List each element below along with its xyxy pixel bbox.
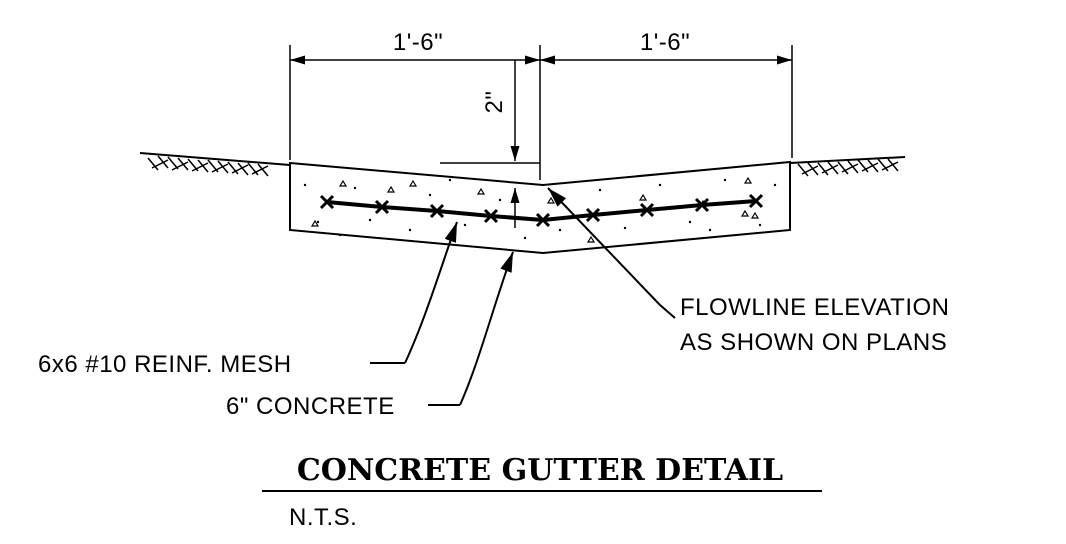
reinforcing-mesh (319, 193, 764, 228)
flowline-leader (547, 187, 676, 319)
depth-dimension (440, 60, 540, 228)
ground-hatch-right (789, 156, 906, 177)
concrete-gutter-section (289, 160, 791, 255)
right-width-label: 1'-6" (640, 29, 690, 56)
width-dimension (289, 45, 793, 180)
flowline-callout-line2: AS SHOWN ON PLANS (680, 329, 947, 356)
flowline-callout-line1: FLOWLINE ELEVATION (680, 294, 950, 321)
mesh-callout: 6x6 #10 REINF. MESH (38, 351, 292, 378)
ground-hatch-left (139, 152, 291, 177)
concrete-leader (428, 251, 514, 406)
depth-label: 2" (481, 91, 508, 114)
concrete-callout: 6" CONCRETE (226, 393, 395, 420)
mesh-leader (370, 221, 458, 364)
detail-title: CONCRETE GUTTER DETAIL (297, 453, 783, 488)
concrete-aggregate-pattern (303, 178, 777, 240)
left-width-label: 1'-6" (393, 29, 443, 56)
scale-note: N.T.S. (289, 504, 357, 531)
